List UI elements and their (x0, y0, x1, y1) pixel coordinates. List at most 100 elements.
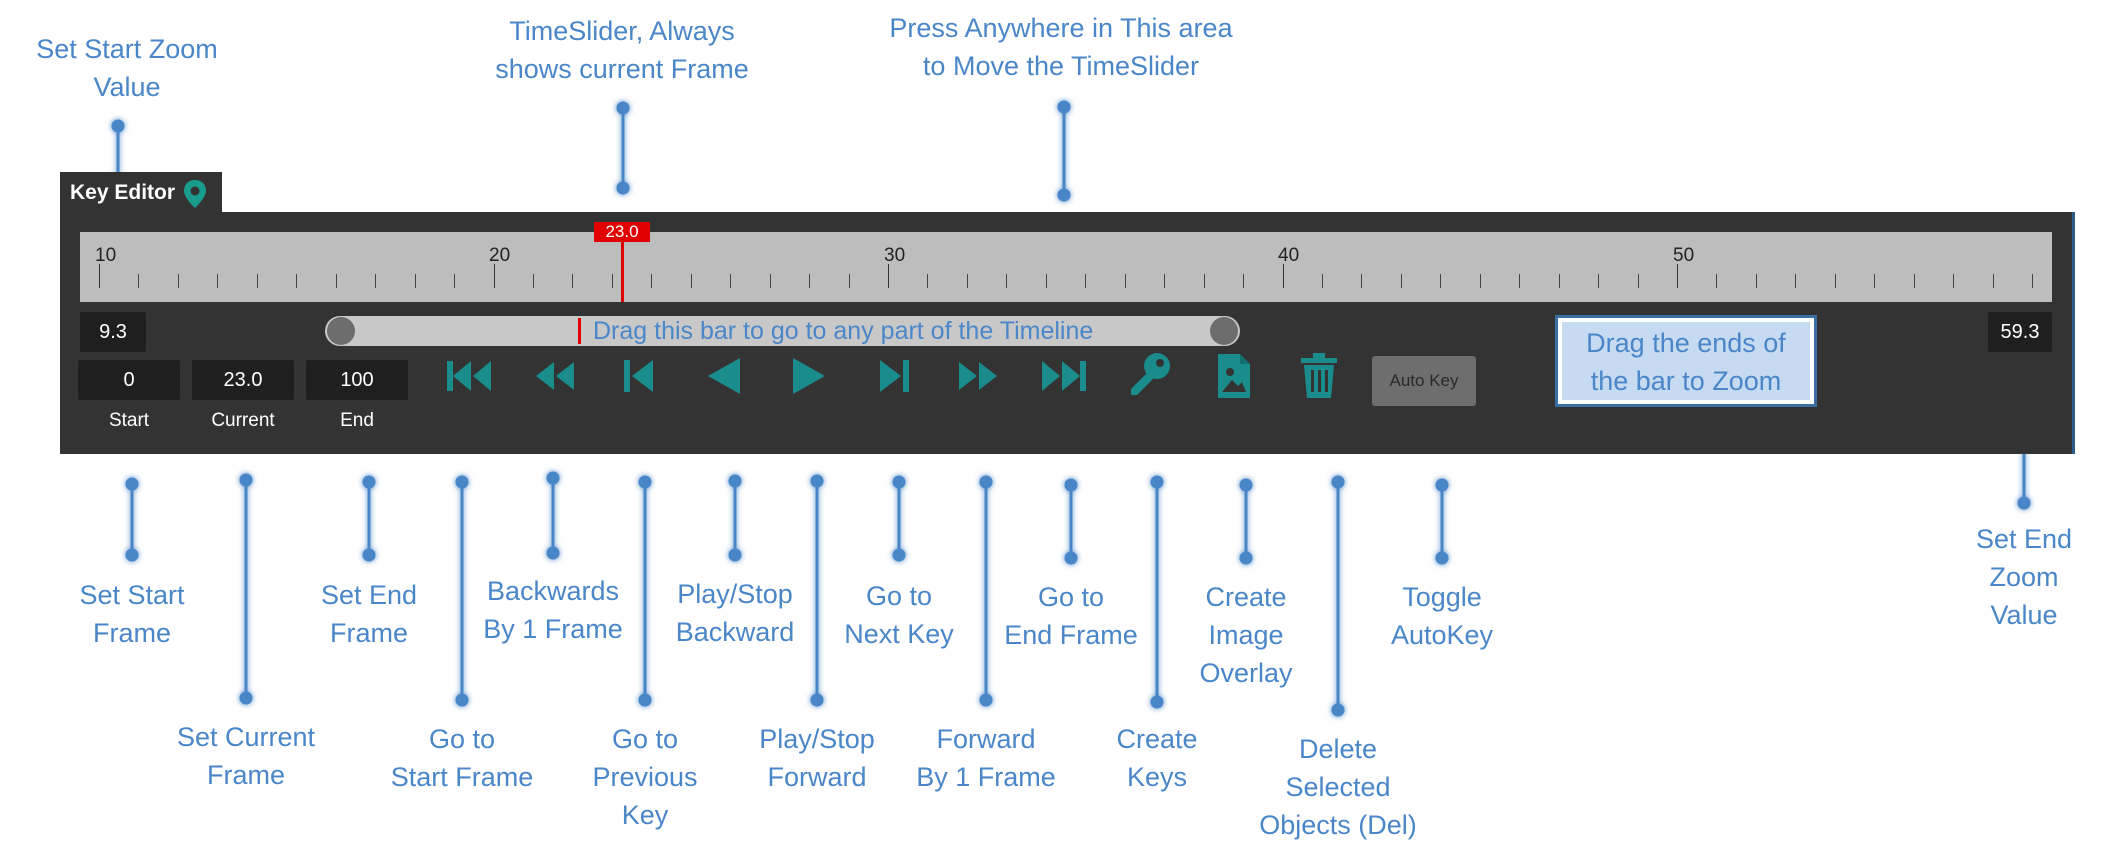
end-frame-field[interactable]: 100 (306, 360, 408, 400)
zoom-start-field[interactable]: 9.3 (80, 312, 146, 352)
annotation-go-start-frame: Go to Start Frame (390, 724, 534, 792)
ruler-tick (1755, 274, 1757, 288)
ruler-tick (572, 274, 574, 288)
ruler-tick (611, 274, 613, 288)
ruler-tick (1282, 264, 1284, 288)
ruler-label-40: 40 (1278, 245, 1300, 266)
go-to-end-button[interactable] (1036, 348, 1092, 404)
zoom-bar-hint: Drag this bar to go to any part of the T… (593, 317, 1094, 345)
ruler-tick (1243, 274, 1245, 288)
ruler-label-20: 20 (489, 245, 511, 266)
ruler-tick (1598, 274, 1600, 288)
annotation-set-current-frame: Set Current Frame (176, 722, 316, 790)
zoom-bar-current-marker (578, 318, 581, 344)
ruler-tick (217, 274, 219, 288)
zoom-bar-end-handle[interactable] (1210, 317, 1238, 345)
ruler-tick (1558, 274, 1560, 288)
ruler-tick (138, 274, 140, 288)
ruler-tick (2032, 274, 2034, 288)
annotation-go-end-frame: Go to End Frame (1004, 582, 1138, 650)
skip-to-end-icon (1042, 361, 1086, 391)
skip-to-start-icon (447, 361, 491, 391)
annotation-go-prev-key: Go to Previous Key (592, 724, 698, 830)
annotation-set-start-frame: Set Start Frame (79, 580, 185, 648)
step-backward-button[interactable] (526, 348, 582, 404)
ruler-tick (927, 274, 929, 288)
image-overlay-icon (1218, 354, 1250, 398)
zoom-bar-start-handle[interactable] (327, 317, 355, 345)
trash-icon (1301, 353, 1337, 398)
zoom-bar[interactable]: Drag this bar to go to any part of the T… (325, 316, 1240, 346)
ruler-tick (1992, 274, 1994, 288)
ruler-tick (1795, 274, 1797, 288)
ruler-tick (99, 264, 100, 288)
key-editor-tab-label: Key Editor (70, 181, 176, 204)
annotation-set-start-zoom: Set Start Zoom Value (36, 34, 218, 102)
ruler-tick (809, 274, 811, 288)
timeslider-flag[interactable]: 23.0 (594, 222, 650, 242)
annotation-forward-1: Forward By 1 Frame (916, 724, 1056, 792)
annotation-toggle-autokey: Toggle AutoKey (1390, 582, 1494, 650)
ruler-tick (1519, 274, 1521, 288)
ruler-tick (1953, 274, 1955, 288)
start-label: Start (108, 410, 150, 431)
ruler-tick (1874, 274, 1876, 288)
zoom-end-field[interactable]: 59.3 (1988, 312, 2052, 352)
ruler-tick (848, 274, 850, 288)
previous-key-button[interactable] (611, 348, 667, 404)
ruler-tick (888, 264, 889, 288)
ruler-tick (1677, 264, 1678, 288)
ruler-tick (651, 274, 653, 288)
ruler-tick (493, 264, 495, 288)
timeline-ruler[interactable]: 10 20 30 40 50 23.0 (80, 222, 2052, 302)
play-forward-button[interactable] (781, 348, 837, 404)
ruler-tick (1834, 274, 1836, 288)
annotation-backwards-1: Backwards By 1 Frame (483, 576, 623, 644)
step-forward-button[interactable] (951, 348, 1007, 404)
previous-key-icon (624, 360, 653, 392)
create-keys-button[interactable] (1121, 348, 1177, 404)
end-label: End (340, 410, 374, 431)
annotation-play-stop-backward: Play/Stop Backward (675, 579, 795, 647)
current-frame-field[interactable]: 23.0 (192, 360, 294, 400)
delete-selected-button[interactable] (1291, 348, 1347, 404)
ruler-tick (1361, 274, 1363, 288)
ruler-tick (1400, 274, 1402, 288)
next-key-button[interactable] (866, 348, 922, 404)
create-image-overlay-button[interactable] (1206, 348, 1262, 404)
ruler-tick (1479, 274, 1481, 288)
ruler-tick (414, 274, 416, 288)
ruler-tick (375, 274, 377, 288)
ruler-tick (1321, 274, 1323, 288)
ruler-tick (769, 274, 771, 288)
step-backward-icon (536, 362, 574, 390)
next-key-icon (880, 360, 909, 392)
play-forward-icon (793, 358, 825, 394)
start-frame-field[interactable]: 0 (78, 360, 180, 400)
ruler-tick (177, 274, 179, 288)
auto-key-button[interactable]: Auto Key (1372, 356, 1476, 406)
ruler-tick (1085, 274, 1087, 288)
ruler-tick (1637, 274, 1639, 288)
ruler-tick (690, 274, 692, 288)
go-to-start-button[interactable] (441, 348, 497, 404)
annotation-set-end-frame: Set End Frame (320, 580, 418, 648)
annotation-timeslider: TimeSlider, Always shows current Frame (495, 16, 749, 84)
play-backward-icon (708, 358, 740, 394)
step-forward-icon (959, 362, 997, 390)
pin-icon[interactable] (184, 180, 206, 223)
annotation-drag-ends-callout: Drag the ends of the bar to Zoom (1555, 315, 1817, 407)
current-label: Current (211, 410, 275, 431)
annotation-play-stop-forward: Play/Stop Forward (759, 724, 875, 792)
ruler-tick (1716, 274, 1718, 288)
play-backward-button[interactable] (696, 348, 752, 404)
annotation-set-end-zoom: Set End Zoom Value (1975, 524, 2073, 630)
annotation-go-next-key: Go to Next Key (844, 581, 954, 649)
annotation-delete-selected: Delete Selected Objects (Del) (1259, 734, 1417, 840)
ruler-tick (256, 274, 258, 288)
annotation-create-keys: Create Keys (1116, 724, 1198, 792)
key-editor-tab[interactable]: Key Editor (60, 172, 222, 214)
ruler-label-10: 10 (95, 245, 117, 266)
ruler-tick (532, 274, 534, 288)
timeslider-cursor[interactable] (621, 242, 624, 302)
